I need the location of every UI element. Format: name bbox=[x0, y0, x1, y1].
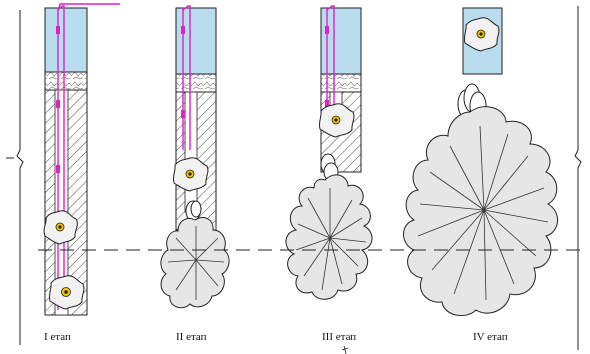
frame-right bbox=[575, 6, 581, 350]
stage-label-4: IV етап bbox=[473, 331, 508, 343]
stage-1-borehole bbox=[45, 8, 87, 315]
stage-label-3: III етап bbox=[322, 331, 356, 343]
stage-label-1: I етап bbox=[44, 331, 71, 343]
cavity-stage-4 bbox=[404, 107, 558, 316]
tick-mark bbox=[342, 346, 348, 354]
frame-left-break bbox=[6, 10, 23, 345]
charge-stage-1-lower bbox=[49, 276, 84, 309]
stage-2-borehole bbox=[176, 8, 216, 230]
stage-label-2: II етап bbox=[176, 331, 207, 343]
cavity-stage-2 bbox=[161, 218, 229, 308]
cavity-stage-3 bbox=[286, 175, 372, 299]
